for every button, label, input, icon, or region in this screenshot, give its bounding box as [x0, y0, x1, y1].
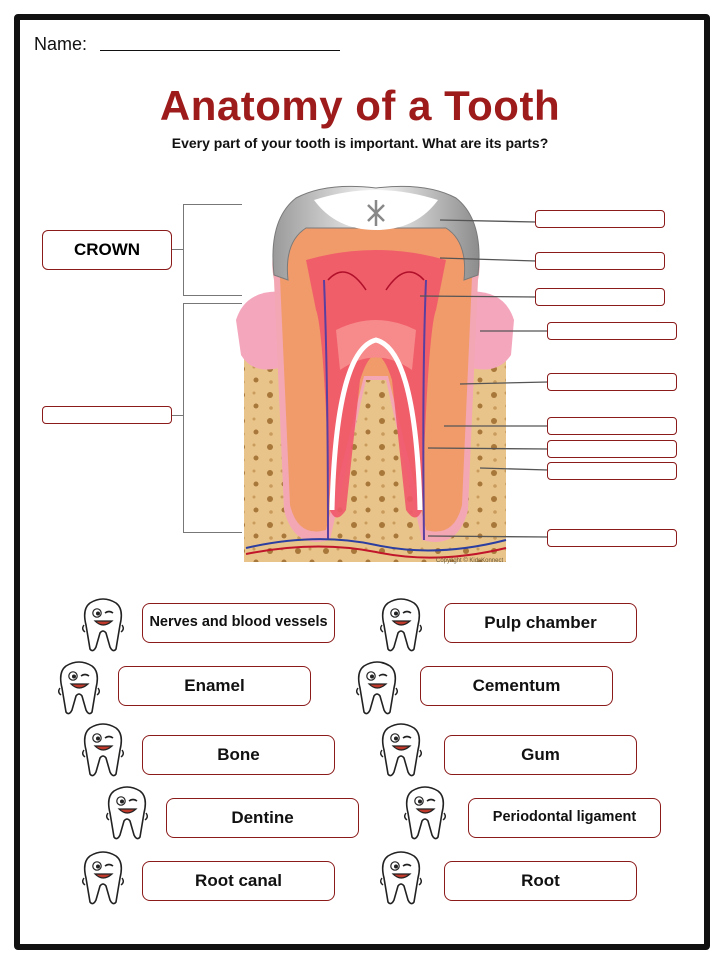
base-artery [245, 545, 507, 559]
tooth-mascot-icon [378, 848, 424, 906]
tooth-cross-section-diagram: Copyright © KidsKonnect [236, 185, 514, 564]
root-answer-box[interactable] [42, 406, 172, 424]
tooth-mascot-icon [378, 720, 424, 778]
root-bracket [183, 303, 242, 533]
word-enamel[interactable]: Enamel [118, 666, 311, 706]
diagram-watermark: Copyright © KidsKonnect [436, 557, 503, 564]
answer-box-8[interactable] [547, 462, 677, 480]
crown-bracket-tick [172, 249, 183, 250]
name-label: Name: [34, 34, 88, 54]
answer-box-4[interactable] [547, 322, 677, 340]
page-title: Anatomy of a Tooth [159, 82, 561, 129]
nerve-left [323, 279, 329, 541]
pointer-lines [420, 219, 549, 538]
answer-box-6[interactable] [547, 417, 677, 435]
tooth-mascot-icon [80, 720, 126, 778]
name-field[interactable] [100, 50, 340, 51]
word-pulp-chamber[interactable]: Pulp chamber [444, 603, 637, 643]
tooth-mascot-icon [56, 658, 102, 716]
answer-box-5[interactable] [547, 373, 677, 391]
answer-box-9[interactable] [547, 529, 677, 547]
root-bracket-tick [172, 415, 183, 416]
tooth-mascot-icon [354, 658, 400, 716]
fissure-mark [367, 200, 385, 226]
crown-bracket [183, 204, 242, 296]
word-dentine[interactable]: Dentine [166, 798, 359, 838]
tooth-mascot-icon [402, 783, 448, 841]
word-cementum[interactable]: Cementum [420, 666, 613, 706]
answer-box-7[interactable] [547, 440, 677, 458]
blood-vessels [327, 271, 425, 291]
word-nerves-blood-vessels[interactable]: Nerves and blood vessels [142, 603, 335, 643]
pulp-chamber [306, 250, 446, 518]
word-root-canal[interactable]: Root canal [142, 861, 335, 901]
root-canal-outline [329, 337, 423, 511]
word-periodontal-ligament[interactable]: Periodontal ligament [468, 798, 661, 838]
answer-box-3[interactable] [535, 288, 665, 306]
answer-box-1[interactable] [535, 210, 665, 228]
word-root[interactable]: Root [444, 861, 637, 901]
nerve-right [422, 279, 427, 541]
tooth-mascot-icon [104, 783, 150, 841]
base-vein [245, 538, 507, 552]
answer-box-2[interactable] [535, 252, 665, 270]
tooth-mascot-icon [80, 848, 126, 906]
word-gum[interactable]: Gum [444, 735, 637, 775]
tooth-mascot-icon [378, 595, 424, 653]
crown-label-box: CROWN [42, 230, 172, 270]
page-subtitle: Every part of your tooth is important. W… [171, 135, 549, 151]
word-bone[interactable]: Bone [142, 735, 335, 775]
tooth-mascot-icon [80, 595, 126, 653]
